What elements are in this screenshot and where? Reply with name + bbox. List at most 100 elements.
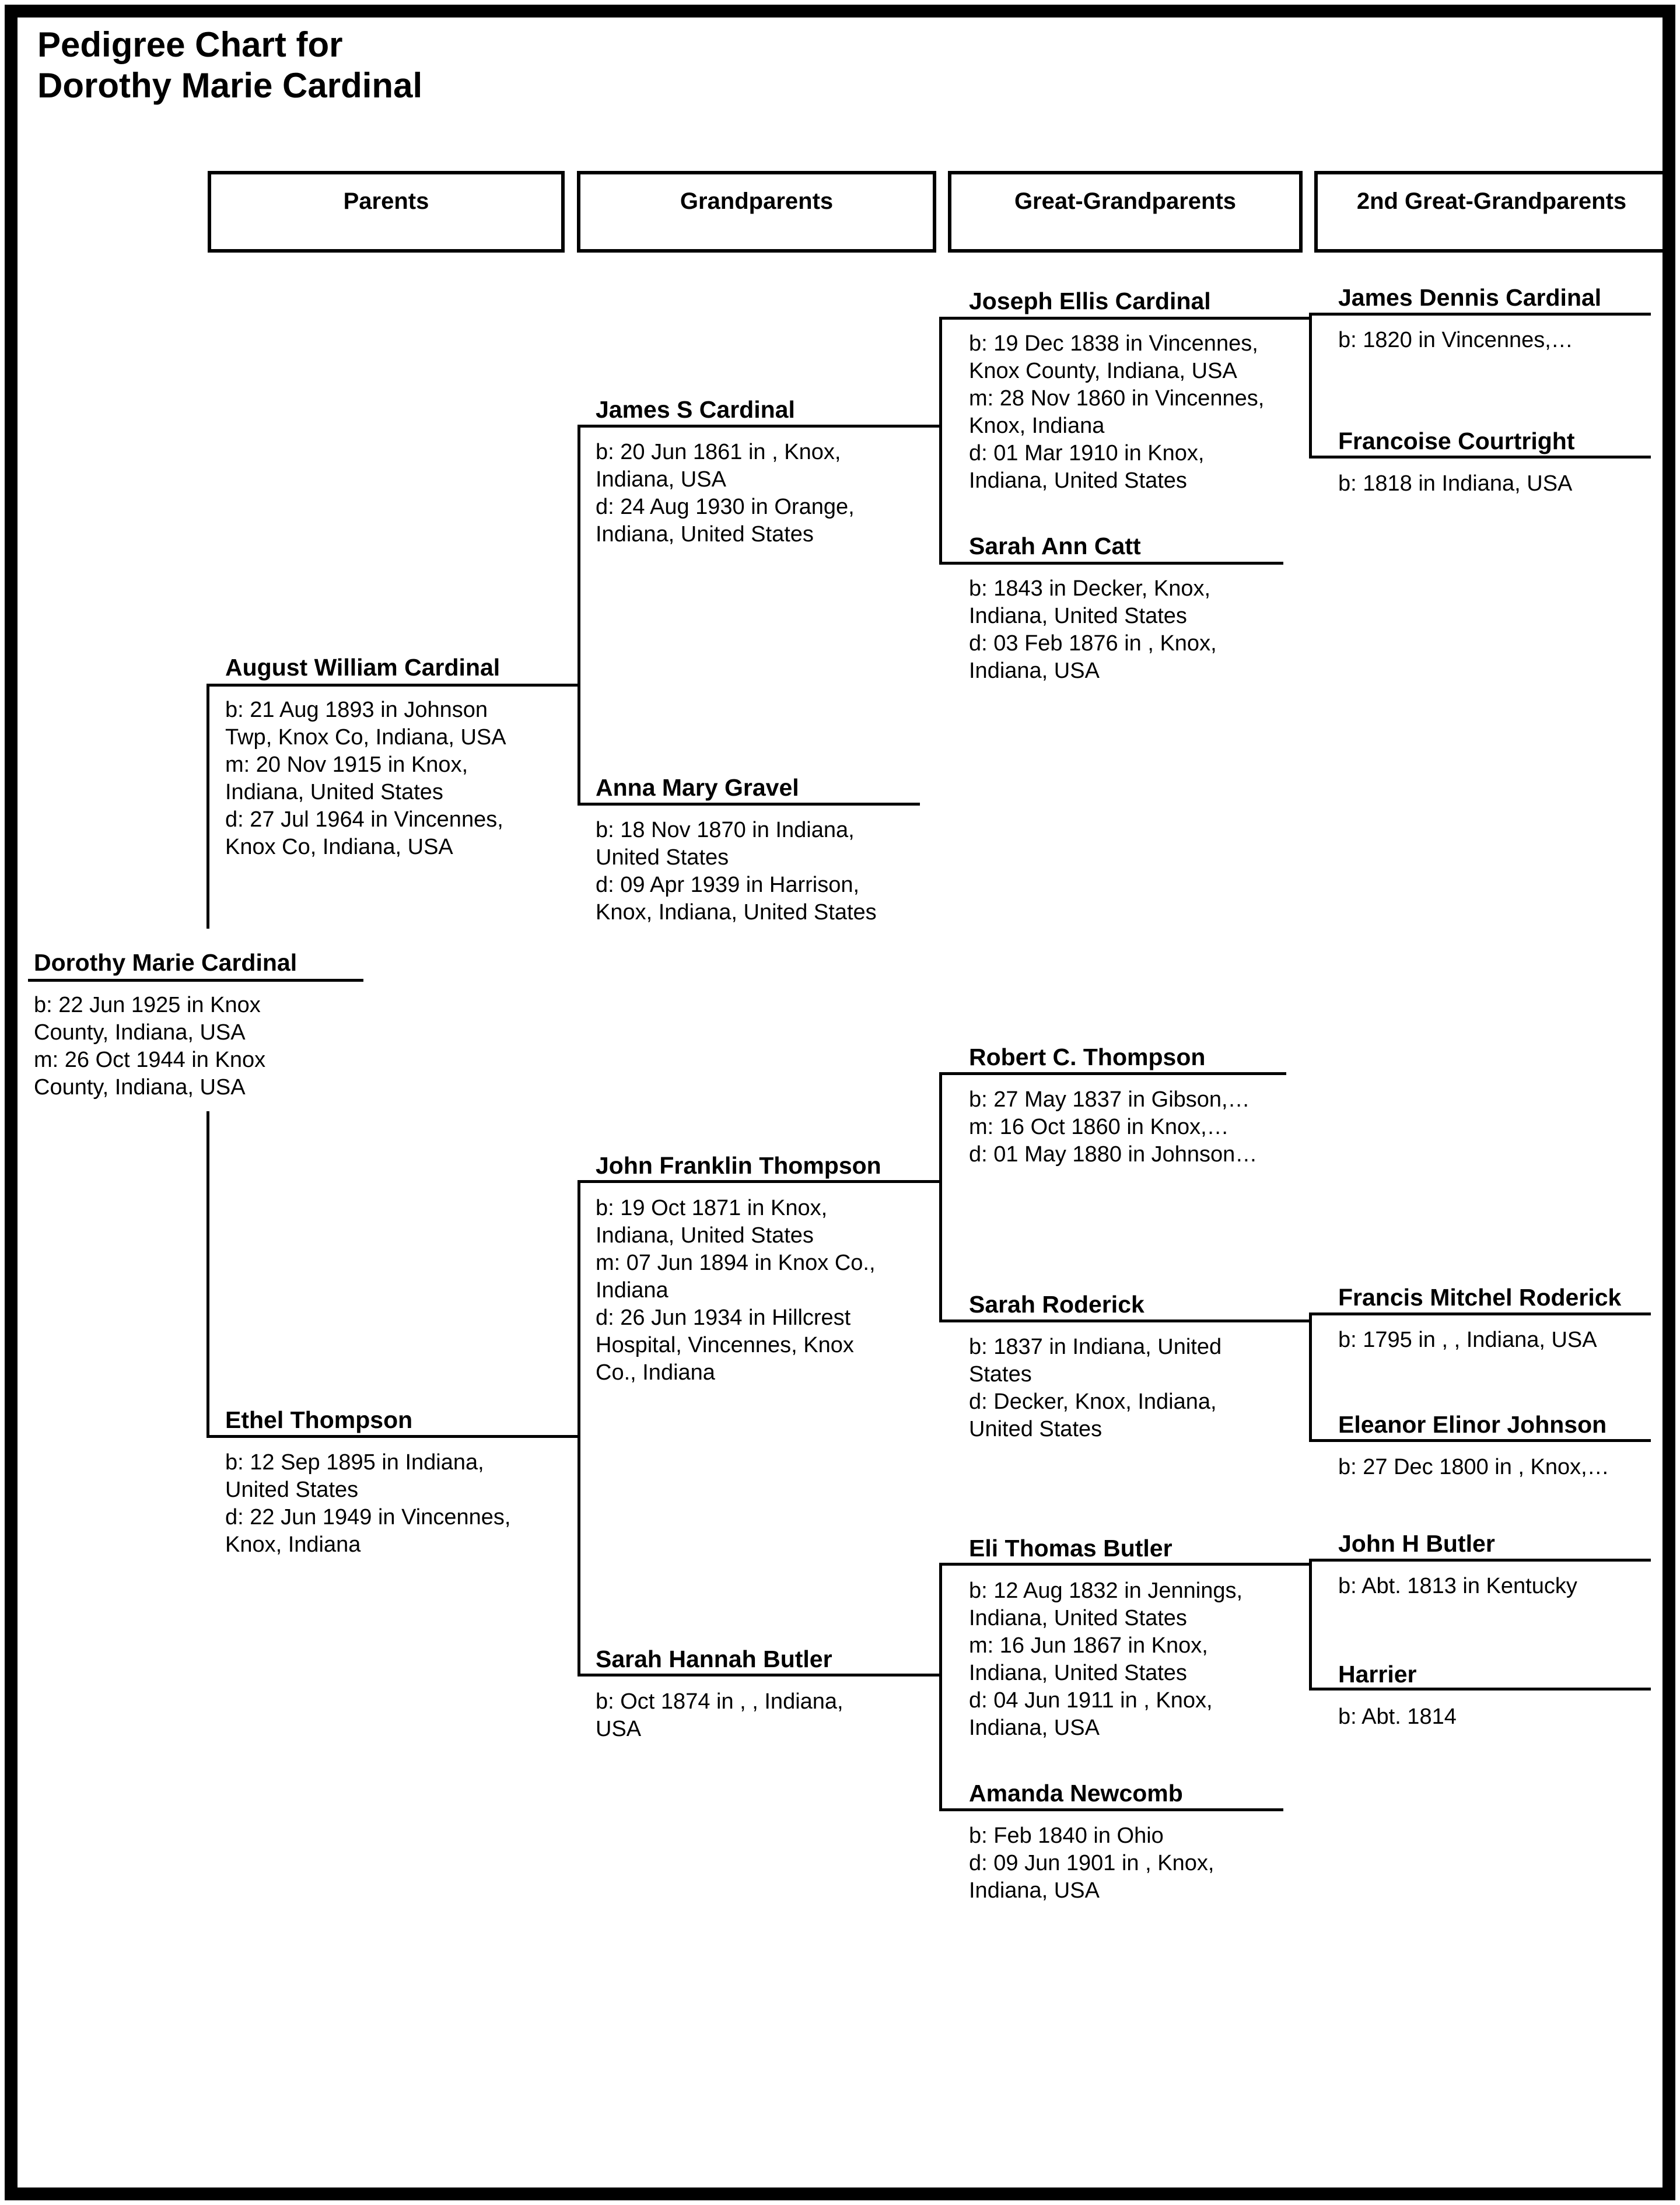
person-details: b: 1843 in Decker, Knox,Indiana, United … bbox=[969, 575, 1217, 685]
underline-sarah-ann-catt bbox=[939, 562, 1283, 565]
detail-line: b: 1837 in Indiana, United bbox=[969, 1335, 1222, 1359]
detail-line: County, Indiana, USA bbox=[34, 1075, 246, 1100]
detail-line: d: 01 May 1880 in Johnson… bbox=[969, 1142, 1258, 1167]
detail-line: m: 20 Nov 1915 in Knox, bbox=[225, 752, 468, 777]
person-details: b: 12 Aug 1832 in Jennings,Indiana, Unit… bbox=[969, 1577, 1242, 1742]
detail-line: Indiana, United States bbox=[596, 522, 814, 547]
underline-harrier bbox=[1309, 1688, 1651, 1690]
detail-line: Indiana, United States bbox=[969, 1661, 1187, 1685]
page-title-line-1: Pedigree Chart for bbox=[37, 25, 343, 64]
person-anna-mary-gravel: Anna Mary Gravel b: 18 Nov 1870 in India… bbox=[596, 774, 877, 926]
detail-line: United States bbox=[225, 1478, 359, 1502]
detail-line: d: 27 Jul 1964 in Vincennes, bbox=[225, 807, 503, 832]
detail-line: Knox, Indiana, United States bbox=[596, 900, 877, 925]
detail-line: Co., Indiana bbox=[596, 1360, 715, 1385]
person-name: Sarah Ann Catt bbox=[969, 533, 1141, 559]
detail-line: d: 22 Jun 1949 in Vincennes, bbox=[225, 1505, 511, 1530]
detail-line: Indiana, USA bbox=[969, 1878, 1100, 1903]
person-harrier: Harrier b: Abt. 1814 bbox=[1338, 1660, 1457, 1731]
underline-james-s-cardinal bbox=[578, 425, 942, 428]
detail-line: b: 12 Sep 1895 in Indiana, bbox=[225, 1450, 484, 1475]
detail-line: b: 22 Jun 1925 in Knox bbox=[34, 993, 261, 1017]
detail-line: Knox, Indiana bbox=[225, 1532, 361, 1557]
detail-line: Knox, Indiana bbox=[969, 414, 1105, 438]
person-name: Dorothy Marie Cardinal bbox=[34, 949, 298, 976]
detail-line: b: Feb 1840 in Ohio bbox=[969, 1824, 1164, 1848]
detail-line: Twp, Knox Co, Indiana, USA bbox=[225, 725, 506, 750]
detail-line: Indiana, United States bbox=[596, 1223, 814, 1248]
underline-robert-c-thompson bbox=[939, 1072, 1286, 1075]
person-name: John Franklin Thompson bbox=[596, 1152, 881, 1179]
connector-james-s-to-great-grandparents bbox=[939, 317, 942, 565]
person-name: Robert C. Thompson bbox=[969, 1044, 1206, 1070]
person-robert-c-thompson: Robert C. Thompson b: 27 May 1837 in Gib… bbox=[969, 1043, 1257, 1168]
detail-line: Indiana bbox=[596, 1278, 668, 1303]
detail-line: United States bbox=[596, 845, 729, 870]
detail-line: Knox Co, Indiana, USA bbox=[225, 835, 453, 859]
detail-line: b: 1820 in Vincennes,… bbox=[1338, 328, 1573, 352]
person-francis-mitchel-roderick: Francis Mitchel Roderick b: 1795 in , , … bbox=[1338, 1283, 1621, 1354]
underline-john-h-butler bbox=[1309, 1559, 1651, 1562]
person-name: Anna Mary Gravel bbox=[596, 774, 799, 801]
detail-line: m: 26 Oct 1944 in Knox bbox=[34, 1048, 266, 1072]
detail-line: m: 07 Jun 1894 in Knox Co., bbox=[596, 1251, 876, 1275]
person-james-s-cardinal: James S Cardinal b: 20 Jun 1861 in , Kno… bbox=[596, 396, 855, 548]
person-name: August William Cardinal bbox=[225, 654, 501, 681]
underline-francoise-courtright bbox=[1309, 456, 1651, 459]
column-header-box-2nd-great-grandparents: 2nd Great-Grandparents bbox=[1314, 171, 1669, 253]
detail-line: Hospital, Vincennes, Knox bbox=[596, 1333, 854, 1357]
detail-line: USA bbox=[596, 1717, 642, 1741]
detail-line: b: 19 Dec 1838 in Vincennes, bbox=[969, 331, 1258, 356]
person-joseph-ellis-cardinal: Joseph Ellis Cardinal b: 19 Dec 1838 in … bbox=[969, 287, 1264, 495]
connector-root-to-parents-upper bbox=[206, 684, 209, 929]
person-name: Eli Thomas Butler bbox=[969, 1535, 1172, 1562]
person-details: b: 1795 in , , Indiana, USA bbox=[1338, 1326, 1621, 1354]
detail-line: Indiana, USA bbox=[969, 659, 1100, 683]
person-eleanor-elinor-johnson: Eleanor Elinor Johnson b: 27 Dec 1800 in… bbox=[1338, 1410, 1609, 1481]
connector-john-f-to-great-grandparents bbox=[939, 1072, 942, 1322]
column-header-label-2nd-great-grandparents: 2nd Great-Grandparents bbox=[1356, 188, 1627, 214]
column-header-box-grandparents: Grandparents bbox=[577, 171, 936, 253]
person-james-dennis-cardinal: James Dennis Cardinal b: 1820 in Vincenn… bbox=[1338, 284, 1601, 354]
detail-line: d: 04 Jun 1911 in , Knox, bbox=[969, 1688, 1213, 1713]
connector-joseph-to-2nd-great-grandparents bbox=[1309, 313, 1312, 459]
detail-line: b: 21 Aug 1893 in Johnson bbox=[225, 698, 488, 722]
detail-line: Indiana, United States bbox=[969, 604, 1187, 628]
detail-line: Knox County, Indiana, USA bbox=[969, 359, 1237, 383]
detail-line: b: 27 Dec 1800 in , Knox,… bbox=[1338, 1455, 1609, 1479]
page-title: Pedigree Chart for Dorothy Marie Cardina… bbox=[37, 24, 422, 106]
person-name: Francis Mitchel Roderick bbox=[1338, 1284, 1622, 1311]
person-name: James Dennis Cardinal bbox=[1338, 284, 1602, 311]
underline-sarah-roderick bbox=[939, 1320, 1311, 1322]
person-name: Harrier bbox=[1338, 1661, 1417, 1688]
detail-line: d: Decker, Knox, Indiana, bbox=[969, 1390, 1217, 1414]
detail-line: b: 27 May 1837 in Gibson,… bbox=[969, 1087, 1250, 1112]
detail-line: County, Indiana, USA bbox=[34, 1020, 246, 1045]
connector-father-to-grandparents bbox=[578, 425, 580, 806]
detail-line: b: Abt. 1813 in Kentucky bbox=[1338, 1574, 1577, 1598]
person-name: Sarah Roderick bbox=[969, 1291, 1144, 1318]
underline-sarah-hannah-butler bbox=[578, 1674, 942, 1676]
underline-ethel-thompson bbox=[206, 1435, 580, 1438]
detail-line: Indiana, United States bbox=[969, 468, 1187, 493]
person-details: b: 19 Oct 1871 in Knox, Indiana, United S… bbox=[596, 1195, 881, 1387]
detail-line: b: 19 Oct 1871 in Knox, bbox=[596, 1196, 828, 1220]
underline-francis-mitchel-roderick bbox=[1309, 1312, 1651, 1315]
person-details: b: Abt. 1814 bbox=[1338, 1703, 1457, 1731]
person-name: Eleanor Elinor Johnson bbox=[1338, 1411, 1607, 1438]
detail-line: d: 26 Jun 1934 in Hillcrest bbox=[596, 1306, 851, 1330]
detail-line: d: 24 Aug 1930 in Orange, bbox=[596, 495, 855, 519]
column-header-label-parents: Parents bbox=[343, 188, 429, 214]
underline-anna-mary-gravel bbox=[578, 803, 920, 806]
person-name: John H Butler bbox=[1338, 1530, 1495, 1557]
person-ethel-thompson: Ethel Thompson b: 12 Sep 1895 in Indiana… bbox=[225, 1406, 510, 1559]
underline-eleanor-elinor-johnson bbox=[1309, 1439, 1651, 1442]
underline-john-franklin-thompson bbox=[578, 1180, 942, 1183]
underline-joseph-ellis-cardinal bbox=[939, 317, 1311, 320]
